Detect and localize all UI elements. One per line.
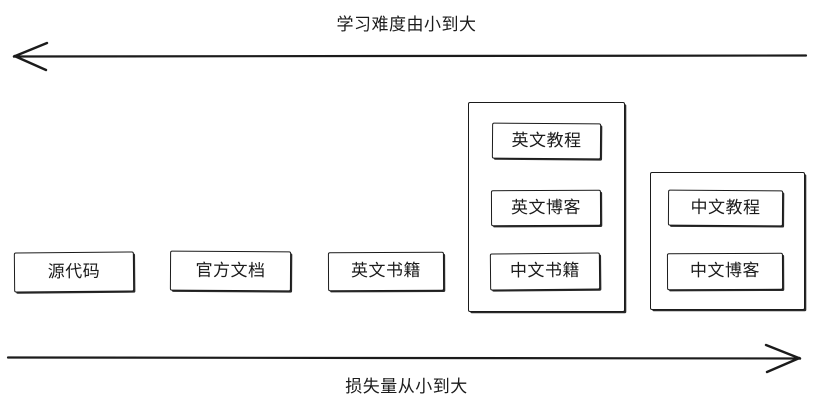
node-english-books[interactable]: 英文书籍	[327, 251, 445, 292]
node-label: 官方文档	[195, 260, 266, 281]
top-axis-label: 学习难度由小到大	[336, 15, 477, 35]
node-label: 英文教程	[511, 130, 582, 151]
node-source-code[interactable]: 源代码	[13, 251, 135, 293]
node-label: 英文书籍	[350, 260, 422, 282]
bottom-axis-arrow	[6, 343, 802, 374]
node-label: 中文博客	[689, 260, 761, 282]
node-chinese-blogs[interactable]: 中文博客	[666, 252, 784, 291]
node-chinese-tutorials[interactable]: 中文教程	[667, 189, 784, 227]
node-label: 英文博客	[510, 197, 582, 218]
node-english-tutorials[interactable]: 英文教程	[491, 122, 602, 160]
node-chinese-books[interactable]: 中文书籍	[489, 252, 601, 291]
node-label: 中文书籍	[509, 260, 581, 282]
node-official-docs[interactable]: 官方文档	[169, 250, 292, 292]
node-english-blogs[interactable]: 英文博客	[490, 189, 602, 227]
bottom-axis-label: 损失量从小到大	[345, 377, 468, 397]
top-axis-arrow	[12, 41, 808, 72]
node-label: 源代码	[47, 261, 101, 282]
node-label: 中文教程	[690, 197, 761, 218]
